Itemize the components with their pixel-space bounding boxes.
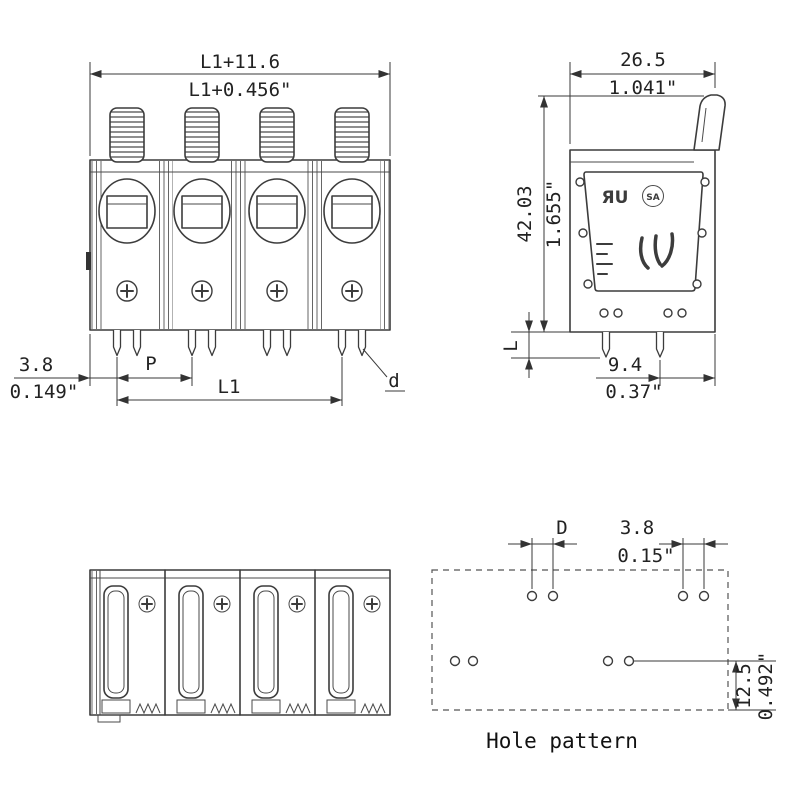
solder-pin [655, 332, 665, 358]
manufacturer-logo [638, 232, 675, 270]
dim-height-mm: 42.03 [514, 185, 536, 242]
front-view-dimensions: L1+11.6 L1+0.456" 3.8 0.149" P L1 d [10, 51, 405, 406]
dim-overall-width-in: L1+0.456" [189, 79, 292, 101]
release-lever [693, 94, 726, 151]
housing-hole [578, 228, 588, 238]
screw [138, 595, 156, 613]
screw [213, 595, 231, 613]
clamp-symbol [596, 243, 613, 275]
dim-edge-offset-in: 0.149" [10, 381, 79, 403]
dim-row-offset-mm: 12.5 [733, 663, 755, 709]
solder-pin [262, 330, 272, 357]
screw [288, 595, 306, 613]
housing-hole [575, 177, 585, 187]
drill-hole [698, 590, 710, 602]
spring-contact [210, 702, 236, 715]
hole-pattern-dimensions: D 3.8 0.15" 12.5 0.492" [508, 517, 777, 720]
actuator-button [334, 107, 370, 163]
housing-hole [692, 279, 702, 289]
solder-pin [357, 330, 367, 357]
csa-logo [642, 185, 664, 207]
actuator-button [259, 107, 295, 163]
board-outline [431, 569, 729, 711]
dim-overall-width-mm: L1+11.6 [200, 51, 280, 73]
solder-pin [337, 330, 347, 357]
drill-hole [467, 655, 479, 667]
drill-hole [449, 655, 461, 667]
spring-contact [135, 702, 161, 715]
housing-hole [700, 177, 710, 187]
drill-hole [526, 590, 538, 602]
bottom-pole-1 [101, 585, 161, 715]
hole-pattern-title: Hole pattern [486, 729, 638, 753]
dim-depth-in: 1.041" [609, 77, 678, 99]
housing-hole [613, 308, 623, 318]
dim-height-in: 1.655" [543, 180, 565, 249]
dim-pitch-label: P [145, 353, 156, 375]
ul-recognized-logo: ЯU [602, 188, 629, 208]
front-view: L1+11.6 L1+0.456" 3.8 0.149" P L1 d [10, 51, 405, 406]
pole-3 [248, 107, 306, 357]
side-view: ЯU SA 26.5 1.041" [500, 49, 726, 403]
dim-hole-spacing-in: 0.15" [617, 545, 674, 567]
housing-hole [583, 279, 593, 289]
bottom-pole-2 [176, 585, 236, 715]
dim-wire-dia-label: d [388, 370, 399, 392]
screw [363, 595, 381, 613]
spring-contact [285, 702, 311, 715]
dim-edge-offset-mm: 3.8 [19, 354, 53, 376]
dim-hole-dia-label: D [556, 517, 567, 539]
solder-pin [601, 332, 611, 358]
side-latch [86, 252, 91, 270]
drill-hole [547, 590, 559, 602]
solder-pin [112, 330, 122, 357]
solder-pin [132, 330, 142, 357]
housing-hole [663, 308, 673, 318]
solder-pin [207, 330, 217, 357]
side-body: ЯU SA [569, 94, 726, 358]
bottom-pole-4 [326, 585, 386, 715]
dim-pin-offset-in: 0.37" [605, 381, 662, 403]
dim-row-offset-in: 0.492" [755, 652, 777, 721]
hole-pattern-view: D 3.8 0.15" 12.5 0.492" Hole pattern [431, 517, 777, 753]
solder-pin [187, 330, 197, 357]
housing-hole [599, 308, 609, 318]
dim-hole-spacing-mm: 3.8 [620, 517, 654, 539]
bottom-pole-3 [251, 585, 311, 715]
pole-4 [323, 107, 381, 357]
drill-hole [602, 655, 614, 667]
side-view-dimensions: 26.5 1.041" 42.03 1.655" L 9.4 0.37" [500, 49, 716, 403]
dim-length-label: L1 [218, 376, 241, 398]
actuator-button [109, 107, 145, 163]
spring-contact [360, 702, 386, 715]
dim-pin-offset-mm: 9.4 [608, 354, 642, 376]
bottom-view [89, 569, 391, 723]
drill-hole [623, 655, 635, 667]
dim-depth-mm: 26.5 [620, 49, 666, 71]
pole-1 [98, 107, 156, 357]
pole-2 [173, 107, 231, 357]
actuator-button [184, 107, 220, 163]
housing-hole [697, 228, 707, 238]
mounting-tab [97, 714, 121, 723]
housing-hole [677, 308, 687, 318]
solder-pin [282, 330, 292, 357]
dim-pin-length-label: L [500, 340, 522, 351]
csa-logo-text: SA [646, 193, 659, 203]
drill-hole [677, 590, 689, 602]
